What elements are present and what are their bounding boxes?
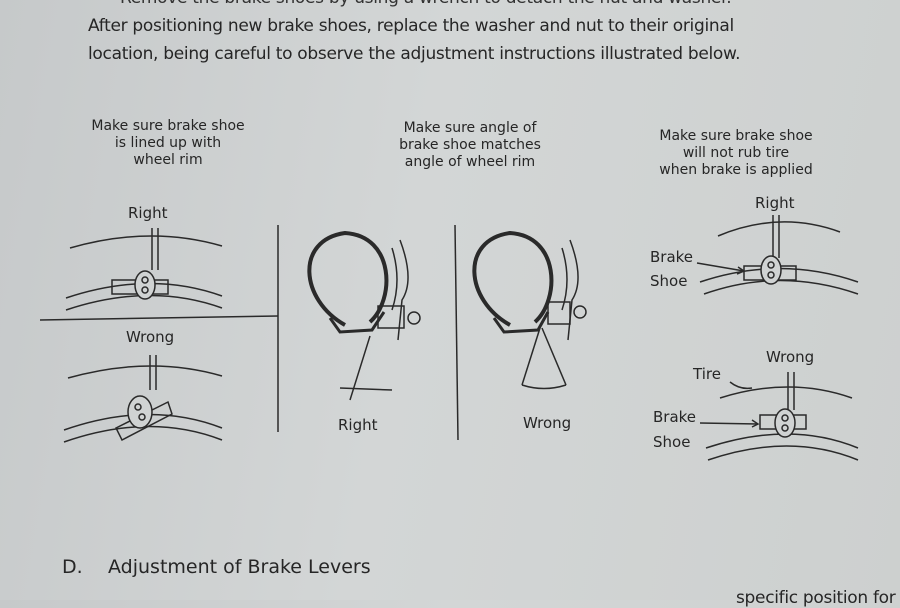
divider xyxy=(39,315,279,321)
caption-line: when brake is applied xyxy=(659,162,813,178)
fig2-right-drawing xyxy=(307,230,421,401)
figure-2-caption: Make sure angle of brake shoe matches an… xyxy=(370,120,570,171)
fig3-right-label: Right xyxy=(755,194,795,212)
fig2-wrong-label: Wrong xyxy=(523,414,572,432)
fig3-brake-label-1: Brake xyxy=(650,248,694,266)
fig3-wrong-drawing xyxy=(699,372,859,461)
next-line-partial: specific position for xyxy=(736,588,896,608)
caption-line: wheel rim xyxy=(133,152,203,168)
caption-line: will not rub tire xyxy=(682,145,790,161)
intro-line-2: After positioning new brake shoes, repla… xyxy=(88,16,734,36)
intro-partial-line: Remove the brake shoes by using a wrench… xyxy=(120,0,732,8)
fig1-right-drawing xyxy=(65,228,223,311)
fig3-shoe-label-2: Shoe xyxy=(653,433,691,451)
fig1-wrong-label: Wrong xyxy=(126,328,175,346)
figure-1-caption: Make sure brake shoe is lined up with wh… xyxy=(68,118,268,169)
caption-line: is lined up with xyxy=(114,135,222,151)
caption-line: Make sure angle of xyxy=(403,120,537,136)
fig1-right-label: Right xyxy=(128,204,168,222)
divider xyxy=(454,224,459,441)
fig2-right-label: Right xyxy=(338,416,378,434)
fig3-right-drawing xyxy=(696,215,859,295)
fig3-wrong-label: Wrong xyxy=(766,348,815,366)
caption-line: angle of wheel rim xyxy=(404,154,536,170)
fig3-tire-label: Tire xyxy=(693,365,721,383)
fig3-shoe-label-1: Shoe xyxy=(650,272,688,290)
fig3-brake-label-2: Brake xyxy=(653,408,697,426)
section-title: Adjustment of Brake Levers xyxy=(108,556,371,578)
fig2-wrong-drawing xyxy=(472,230,587,390)
fig1-wrong-drawing xyxy=(63,355,223,443)
figure-3-caption: Make sure brake shoe will not rub tire w… xyxy=(636,128,836,179)
section-letter: D. xyxy=(62,556,83,578)
intro-line-3: location, being careful to observe the a… xyxy=(88,44,741,64)
caption-line: brake shoe matches xyxy=(399,137,541,153)
caption-line: Make sure brake shoe xyxy=(91,118,245,134)
caption-line: Make sure brake shoe xyxy=(659,128,813,144)
